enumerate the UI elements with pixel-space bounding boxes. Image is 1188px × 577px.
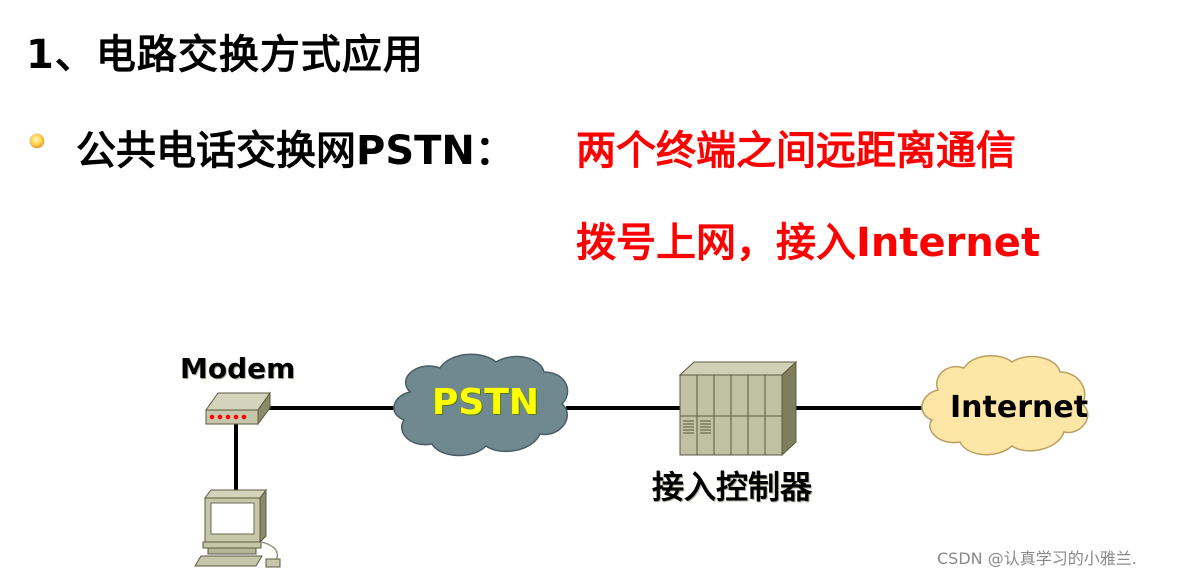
computer-icon [194, 488, 281, 568]
watermark: CSDN @认真学习的小雅兰. [937, 549, 1137, 568]
page-title: 1、电路交换方式应用 [26, 32, 424, 78]
access-controller-icon [678, 360, 798, 457]
internet-label: Internet [950, 390, 1089, 425]
bullet-point-2: 拨号上网，接入Internet [576, 220, 1041, 266]
internet-cloud-icon [921, 355, 1089, 456]
bullet-label: 公共电话交换网PSTN： [76, 128, 515, 174]
pstn-label: PSTN [432, 382, 539, 423]
modem-icon [205, 391, 271, 426]
modem-label: Modem [180, 352, 296, 385]
bullet-point-1: 两个终端之间远距离通信 [576, 128, 1016, 174]
bullet-icon [30, 134, 44, 148]
access-controller-label: 接入控制器 [652, 468, 813, 506]
pstn-cloud-icon [393, 353, 569, 457]
